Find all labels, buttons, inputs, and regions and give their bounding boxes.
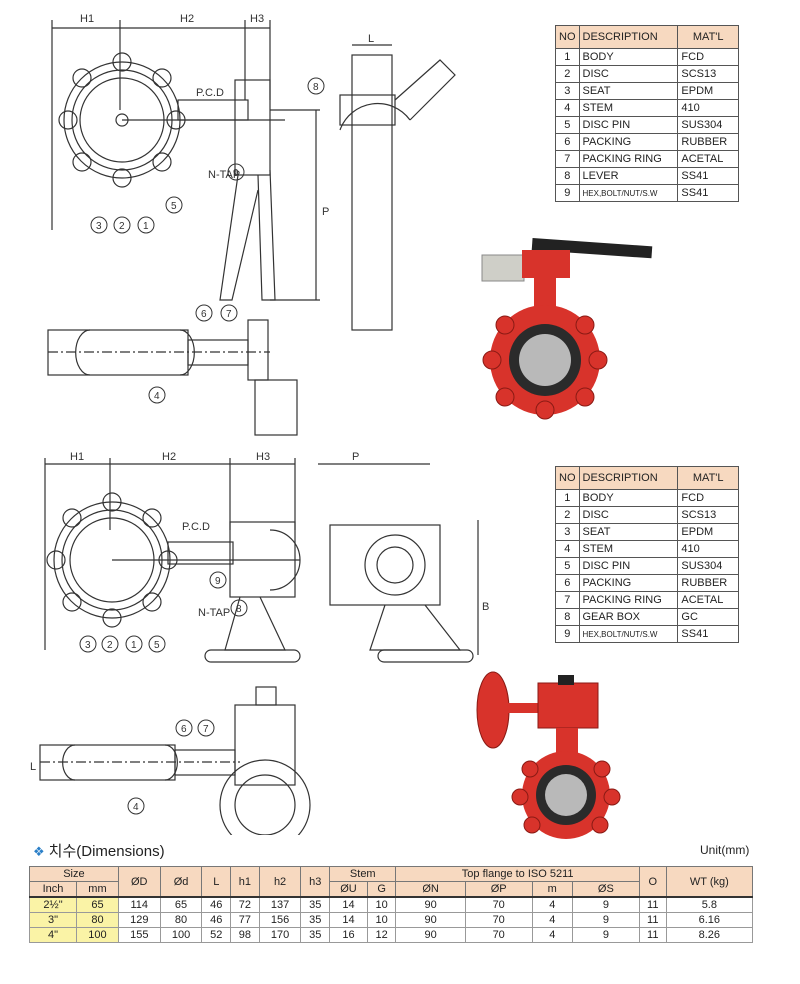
gear-valve-photo (476, 671, 621, 839)
gear-valve-drawing: H1 H2 H3 P B L P.C.D N-TAP 3 2 1 5 9 8 4… (30, 451, 489, 835)
callout-6: 6 (201, 309, 207, 320)
unit-label: Unit(mm) (700, 843, 750, 857)
pcd-label: P.C.D (196, 87, 224, 99)
callout-3: 3 (85, 640, 91, 651)
callout-1: 1 (143, 221, 149, 232)
pcd-label: P.C.D (182, 521, 210, 533)
col-description: DESCRIPTION (578, 25, 679, 49)
dimensions-table: Size ØD Ød L h1 h2 h3 Stem Top flange to… (28, 866, 754, 943)
dim-h1: H1 (80, 13, 94, 25)
ntap-label: N-TAP (198, 607, 230, 619)
callout-8: 8 (313, 82, 319, 93)
dim-h3: H3 (250, 13, 264, 25)
dim-b: B (482, 601, 489, 613)
callout-4: 4 (133, 802, 139, 813)
callout-8: 8 (236, 604, 242, 615)
col-no: NO (555, 25, 580, 49)
dim-l: L (368, 33, 374, 45)
callout-9: 9 (233, 168, 239, 179)
dim-h2: H2 (180, 13, 194, 25)
callout-4: 4 (154, 391, 160, 402)
dim-l: L (30, 761, 36, 773)
col-material: MAT'L (677, 466, 739, 490)
lever-valve-drawing: H1 H2 H3 L P P.C.D N-TAP 3 2 1 5 4 6 7 8… (47, 13, 456, 436)
col-material: MAT'L (677, 25, 739, 49)
col-description: DESCRIPTION (578, 466, 679, 490)
dimensions-title: ❖치수(Dimensions) (33, 843, 165, 860)
callout-6: 6 (181, 724, 187, 735)
dim-p: P (322, 206, 329, 218)
callout-7: 7 (226, 309, 232, 320)
callout-5: 5 (171, 201, 177, 212)
callout-7: 7 (203, 724, 209, 735)
dim-h3: H3 (256, 451, 270, 463)
ntap-label: N-TAP (208, 169, 240, 181)
dim-h1: H1 (70, 451, 84, 463)
callout-2: 2 (119, 221, 125, 232)
callout-3: 3 (96, 221, 102, 232)
callout-5: 5 (154, 640, 160, 651)
callout-2: 2 (107, 640, 113, 651)
dim-h2: H2 (162, 451, 176, 463)
diamond-bullet-icon: ❖ (33, 844, 45, 859)
lever-valve-photo (481, 237, 653, 420)
dim-p: P (352, 451, 359, 463)
callout-1: 1 (131, 640, 137, 651)
col-no: NO (555, 466, 580, 490)
callout-9: 9 (215, 576, 221, 587)
